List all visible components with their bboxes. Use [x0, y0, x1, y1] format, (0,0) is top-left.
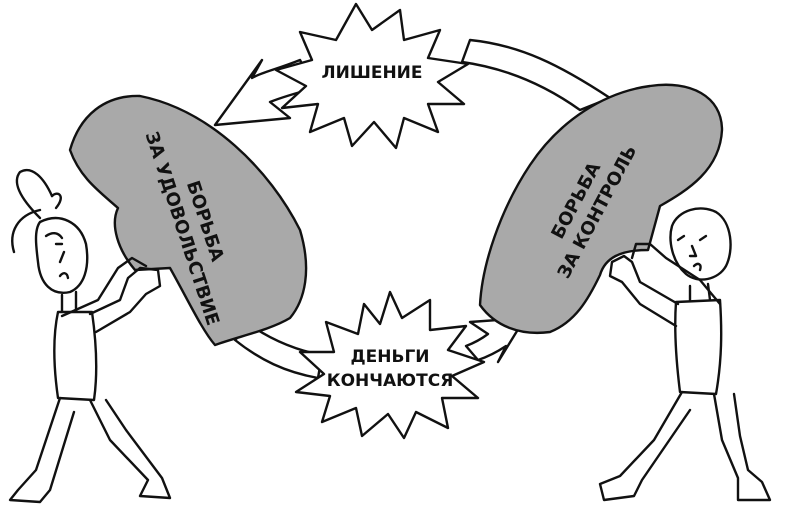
- money-label-line-2: КОНЧАЮТСЯ: [327, 371, 454, 391]
- money-runs-out-burst: [294, 290, 486, 440]
- left-sign: [68, 94, 308, 347]
- right-figure: [598, 207, 772, 502]
- deprivation-burst: [274, 2, 470, 150]
- right-sign: [478, 83, 724, 334]
- deprivation-label: ЛИШЕНИЕ: [321, 63, 422, 83]
- left-figure: [8, 169, 172, 504]
- money-label-line-1: ДЕНЬГИ: [351, 347, 430, 367]
